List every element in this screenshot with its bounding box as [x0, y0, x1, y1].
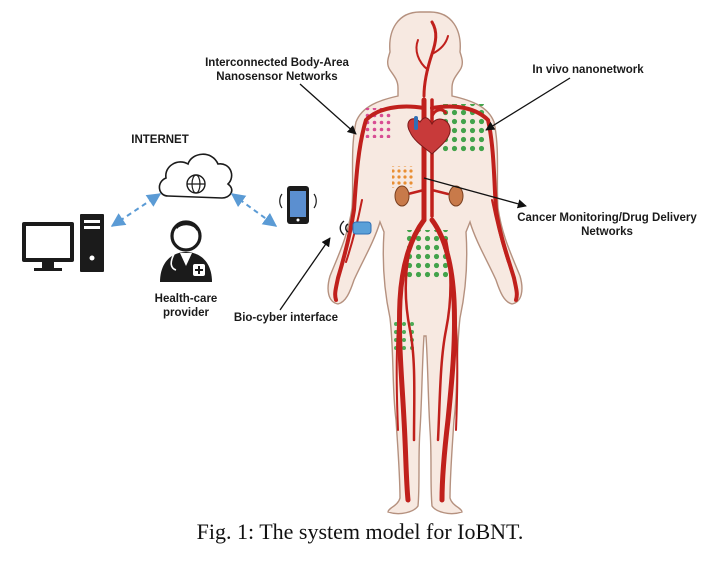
signal-waves-icon: [339, 220, 349, 236]
heart-icon: [407, 108, 451, 155]
internet-label: INTERNET: [131, 134, 189, 146]
kidney-icon: [448, 185, 464, 207]
cloud-internet-icon: [158, 153, 233, 199]
network-links: [110, 193, 278, 227]
cancer-label-line1: Cancer Monitoring/Drug Delivery: [517, 212, 697, 224]
bio-cyber-interface-label: Bio-cyber interface: [233, 312, 339, 324]
body-area-label-line2: Nanosensor Networks: [216, 71, 338, 83]
kidney-icon: [394, 185, 410, 207]
cancer-monitoring-label: Cancer Monitoring/Drug Delivery Networks: [504, 211, 710, 239]
desktop-computer-icon: [22, 214, 104, 272]
figure-caption: Fig. 1: The system model for IoBNT.: [196, 519, 524, 544]
human-body: [327, 11, 523, 515]
body-area-label-line1: Interconnected Body-Area: [205, 57, 349, 69]
health-care-provider-icon: [160, 220, 212, 282]
in-vivo-nanonetwork-label: In vivo nanonetwork: [532, 64, 644, 76]
health-care-provider-label: Health-care provider: [146, 292, 226, 320]
blood-vessels: [333, 20, 519, 503]
provider-label-line1: Health-care: [154, 293, 218, 305]
body-area-network-label: Interconnected Body-Area Nanosensor Netw…: [184, 56, 370, 84]
cancer-label-line2: Networks: [581, 226, 633, 238]
smartphone-icon: [279, 186, 317, 224]
provider-label-line2: provider: [162, 307, 209, 319]
wrist-sensor-icon: [352, 221, 372, 235]
pointer-arrows: [279, 77, 571, 311]
nanosensor-field-abdomen: [392, 166, 414, 188]
